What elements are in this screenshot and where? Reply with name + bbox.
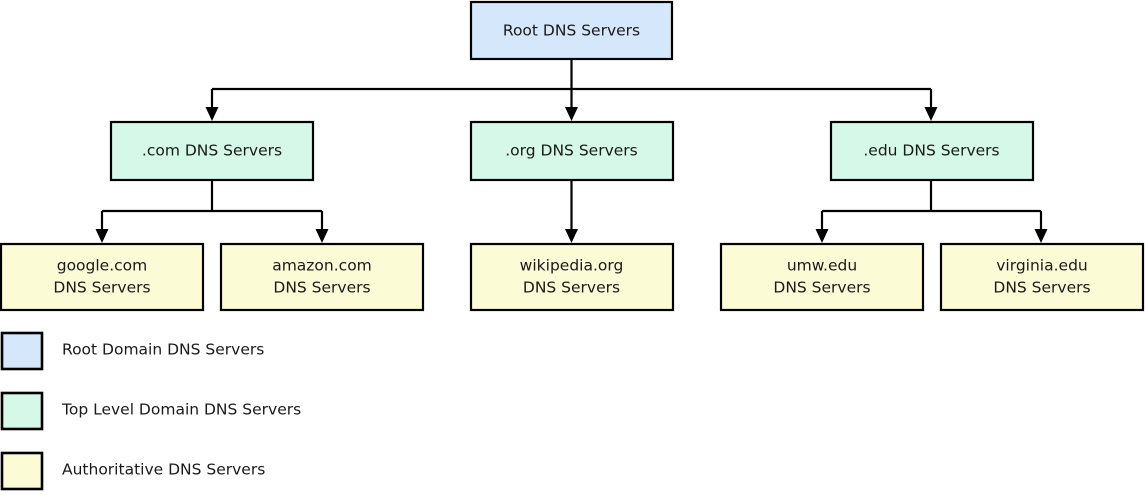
- node-wikipedia-label-line1: wikipedia.org: [520, 257, 624, 275]
- legend: Root Domain DNS Servers Top Level Domain…: [0, 331, 301, 491]
- arrowhead-edu-to-virginia: [1034, 229, 1048, 243]
- node-amazon-label-line1: amazon.com: [272, 257, 372, 275]
- node-org-box: [469, 120, 675, 182]
- node-umw-label-line2: DNS Servers: [773, 279, 870, 297]
- node-com-dns-servers[interactable]: .com DNS Servers: [109, 120, 315, 182]
- node-root-dns-servers[interactable]: Root DNS Servers: [469, 0, 674, 61]
- node-umw-label-line1: umw.edu: [787, 257, 857, 275]
- arrowhead-root-to-com: [205, 107, 219, 121]
- arrowhead-com-to-google: [95, 229, 109, 243]
- node-amazon-label-line2: DNS Servers: [273, 279, 370, 297]
- node-com-box: [109, 120, 315, 182]
- arrowhead-org-to-wikipedia: [565, 229, 578, 243]
- arrowhead-com-to-amazon: [315, 229, 329, 243]
- legend-item-top-level-domain: Top Level Domain DNS Servers: [0, 391, 301, 431]
- connector-group-root-to-tld: [205, 59, 938, 121]
- node-wikipedia-org-dns-servers[interactable]: wikipedia.org DNS Servers: [469, 242, 675, 312]
- node-edu-box: [829, 120, 1035, 182]
- node-root-label: Root DNS Servers: [503, 22, 640, 40]
- arrowhead-edu-to-umw: [815, 229, 829, 243]
- node-amazon-box: [219, 242, 425, 312]
- connector-group-edu-to-children: [815, 180, 1048, 243]
- node-google-label-line1: google.com: [57, 257, 148, 275]
- connector-group-com-to-children: [95, 180, 329, 243]
- connector-group-org-to-children: [565, 180, 578, 243]
- arrowhead-root-to-org: [565, 107, 578, 121]
- node-wikipedia-label-line2: DNS Servers: [523, 279, 620, 297]
- legend-swatch-top-level-domain: [0, 391, 44, 431]
- node-virginia-box: [939, 242, 1145, 312]
- node-edu-label: .edu DNS Servers: [863, 142, 999, 160]
- node-virginia-label-line2: DNS Servers: [993, 279, 1090, 297]
- node-google-label-line2: DNS Servers: [53, 279, 150, 297]
- node-virginia-label-line1: virginia.edu: [996, 257, 1087, 275]
- legend-label-top-level-domain: Top Level Domain DNS Servers: [61, 401, 301, 419]
- node-virginia-edu-dns-servers[interactable]: virginia.edu DNS Servers: [939, 242, 1145, 312]
- node-umw-edu-dns-servers[interactable]: umw.edu DNS Servers: [719, 242, 925, 312]
- legend-swatch-authoritative: [0, 451, 44, 491]
- node-umw-box: [719, 242, 925, 312]
- legend-label-root-domain: Root Domain DNS Servers: [62, 341, 264, 359]
- node-org-label: .org DNS Servers: [505, 142, 637, 160]
- legend-item-authoritative: Authoritative DNS Servers: [0, 451, 265, 491]
- legend-label-authoritative: Authoritative DNS Servers: [62, 461, 265, 479]
- node-google-com-dns-servers[interactable]: google.com DNS Servers: [0, 242, 205, 312]
- node-wikipedia-box: [469, 242, 675, 312]
- legend-swatch-root-domain: [0, 331, 44, 371]
- node-edu-dns-servers[interactable]: .edu DNS Servers: [829, 120, 1035, 182]
- node-root-box: [469, 0, 674, 61]
- node-google-box: [0, 242, 205, 312]
- arrowhead-root-to-edu: [924, 107, 938, 121]
- node-com-label: .com DNS Servers: [142, 142, 282, 160]
- legend-item-root-domain: Root Domain DNS Servers: [0, 331, 264, 371]
- node-amazon-com-dns-servers[interactable]: amazon.com DNS Servers: [219, 242, 425, 312]
- node-org-dns-servers[interactable]: .org DNS Servers: [469, 120, 675, 182]
